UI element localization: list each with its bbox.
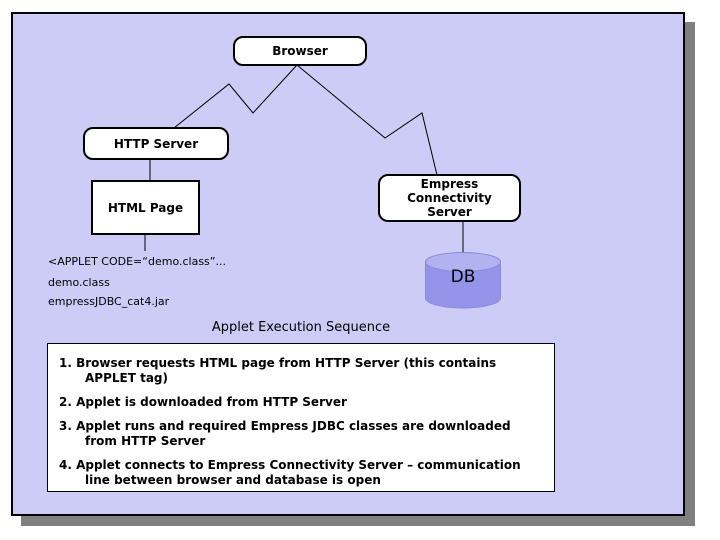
html-page-node: HTML Page: [91, 180, 200, 235]
step-3: 3. Applet runs and required Empress JDBC…: [59, 419, 511, 448]
browser-node: Browser: [233, 36, 367, 66]
http-server-node-label: HTTP Server: [113, 136, 199, 151]
execution-steps-box: 1. Browser requests HTML page from HTTP …: [47, 343, 555, 492]
database-cylinder-body: [425, 261, 501, 309]
sequence-title: Applet Execution Sequence: [211, 320, 391, 335]
demo-class-annotation: demo.class: [48, 276, 110, 289]
database-node-label: DB: [450, 267, 476, 287]
empress-connectivity-server-node: Empress Connectivity Server: [378, 174, 521, 222]
step-1: 1. Browser requests HTML page from HTTP …: [59, 356, 497, 385]
step-4: 4. Applet connects to Empress Connectivi…: [59, 458, 521, 487]
http-server-node: HTTP Server: [83, 127, 229, 160]
browser-node-label: Browser: [272, 44, 328, 58]
jar-file-annotation: empressJDBC_cat4.jar: [48, 295, 170, 308]
step-2: 2. Applet is downloaded from HTTP Server: [59, 395, 347, 409]
applet-code-annotation: <APPLET CODE=“demo.class”...: [48, 255, 226, 268]
html-page-node-label: HTML Page: [107, 200, 184, 215]
empress-node-label: Empress Connectivity Server: [407, 177, 492, 219]
